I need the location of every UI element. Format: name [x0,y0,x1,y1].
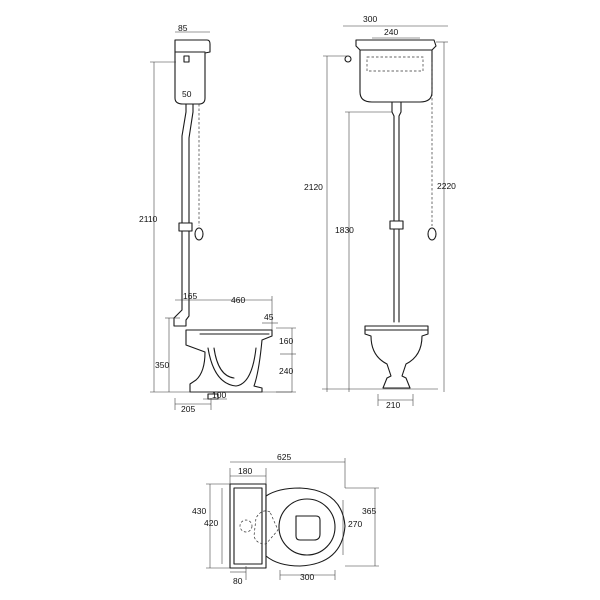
dim-plan-overall-length: 625 [277,452,291,462]
dim-outlet-height: 350 [155,360,169,370]
dim-fixing-centres: 240 [384,27,398,37]
dim-plan-bowl-width: 270 [348,519,362,529]
dim-plan-cistern-width: 420 [204,518,218,528]
front-pull-handle [427,227,437,241]
front-cistern-body [355,39,437,103]
dim-cistern-width: 300 [363,14,377,24]
dim-cistern-depth: 85 [178,23,188,33]
dim-overall-height: 2110 [139,214,158,224]
dim-plan-bowl-length: 300 [300,572,314,582]
front-pipe-joint [389,220,404,230]
plan-cistern-inner [233,487,263,565]
side-cistern-lever [183,55,190,63]
dim-plan-seat-width: 365 [362,506,376,516]
dim-pan-upper: 160 [279,336,293,346]
dim-outlet-offset: 165 [183,291,197,301]
plan-outlet-hidden [239,519,253,533]
plan-bowl-water [295,515,321,541]
dim-outlet-dia: 100 [212,390,226,400]
side-pan-bowl [185,329,273,393]
dim-plan-overall-width: 430 [192,506,206,516]
front-cistern-fixings [366,56,424,72]
dim-pipe-height: 1830 [335,225,354,235]
dim-pan-projection: 460 [231,295,245,305]
plan-seat-outline [265,487,346,567]
side-cistern-body [174,39,211,105]
front-pan-bowl [364,325,429,389]
dim-rim-lip: 45 [264,312,274,322]
dim-cistern-top-height: 2120 [304,182,323,192]
plan-cistern-outline [229,483,267,569]
dim-plan-wall-gap: 80 [233,576,243,586]
side-view: 85 50 2110 460 165 45 160 240 350 100 20… [139,23,296,414]
side-pipe-joint [178,222,193,232]
dim-pedestal-width: 210 [386,400,400,410]
side-flush-pipe [173,103,194,327]
front-flush-lever [344,55,352,63]
plan-view: 625 180 430 420 365 270 300 80 [192,452,379,586]
dim-flush-pipe: 50 [182,89,192,99]
side-pull-handle [194,227,204,241]
dim-pan-lower: 240 [279,366,293,376]
side-pan-trap [207,347,257,387]
plan-bowl-rim [278,498,336,556]
dim-plan-cistern-projection: 180 [238,466,252,476]
front-flush-pipe [391,101,402,323]
dim-chain-height: 2220 [437,181,456,191]
side-pan-trap-inner [213,347,235,379]
plan-pan-base-hidden [253,510,279,545]
dim-base-depth: 205 [181,404,195,414]
front-view: 300 240 2120 1830 2220 210 [304,14,456,410]
